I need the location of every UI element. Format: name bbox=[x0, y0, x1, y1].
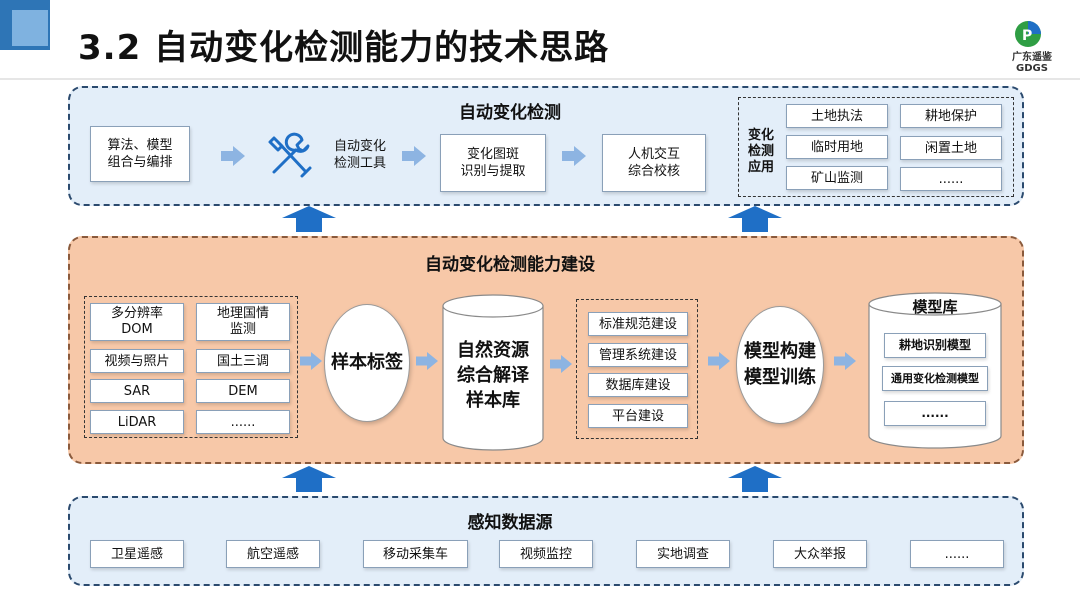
mid-arrow-3 bbox=[550, 355, 572, 373]
header-rule bbox=[0, 78, 1080, 80]
model-item: 通用变化检测模型 bbox=[882, 366, 988, 391]
svg-text:P: P bbox=[1022, 28, 1032, 44]
change-extract-box: 变化图斑 识别与提取 bbox=[440, 134, 546, 192]
sample-library-cylinder bbox=[442, 294, 544, 451]
detection-tool-label: 自动变化 检测工具 bbox=[333, 139, 386, 171]
algo-model-box: 算法、模型 组合与编排 bbox=[90, 126, 190, 182]
construction-group bbox=[576, 299, 698, 439]
mid-arrow-4 bbox=[708, 352, 730, 370]
sensing-item: 航空遥感 bbox=[226, 540, 320, 568]
sensing-item: 实地调查 bbox=[636, 540, 730, 568]
up-arrow-left bbox=[282, 206, 336, 232]
applications-group bbox=[738, 97, 1014, 197]
sensing-sources-title: 感知数据源 bbox=[467, 513, 553, 533]
up-arrow-left-lower bbox=[282, 466, 336, 492]
source-item: 视频与照片 bbox=[90, 349, 184, 373]
app-item: 闲置土地 bbox=[900, 136, 1002, 160]
capability-building-title: 自动变化检测能力建设 bbox=[425, 255, 595, 275]
app-item: 土地执法 bbox=[786, 104, 888, 128]
model-train-node: 模型构建 模型训练 bbox=[736, 306, 824, 424]
sensing-item: 视频监控 bbox=[499, 540, 593, 568]
sample-library-label: 自然资源 综合解译 样本库 bbox=[457, 340, 529, 411]
sensing-item: 卫星遥感 bbox=[90, 540, 184, 568]
flow-arrow-3 bbox=[562, 146, 586, 166]
tools-icon bbox=[268, 132, 312, 178]
model-item: ...... bbox=[884, 401, 986, 426]
applications-label: 变化 检测 应用 bbox=[747, 128, 774, 175]
page-title: 3.2 自动变化检测能力的技术思路 bbox=[78, 28, 610, 68]
source-item: DEM bbox=[196, 379, 290, 403]
app-item: 临时用地 bbox=[786, 135, 888, 159]
data-sources-group bbox=[84, 296, 298, 438]
auto-change-detection-title: 自动变化检测 bbox=[459, 103, 561, 123]
build-item: 平台建设 bbox=[588, 404, 688, 428]
up-arrow-right bbox=[728, 206, 782, 232]
model-item: 耕地识别模型 bbox=[884, 333, 986, 358]
decor-square-light bbox=[12, 10, 48, 46]
logo-name: 广东遥鉴 bbox=[1012, 52, 1052, 63]
build-item: 数据库建设 bbox=[588, 373, 688, 397]
app-item: 矿山监测 bbox=[786, 166, 888, 190]
sample-label-node: 样本标签 bbox=[324, 304, 410, 422]
company-logo-icon: P bbox=[1015, 21, 1041, 47]
flow-arrow-2 bbox=[402, 146, 426, 166]
app-item: ...... bbox=[900, 167, 1002, 191]
logo-abbr: GDGS bbox=[1016, 63, 1048, 74]
sensing-item: ...... bbox=[910, 540, 1004, 568]
sensing-item: 大众举报 bbox=[773, 540, 867, 568]
source-item: LiDAR bbox=[90, 410, 184, 434]
mid-arrow-1 bbox=[300, 352, 322, 370]
mid-arrow-5 bbox=[834, 352, 856, 370]
build-item: 标准规范建设 bbox=[588, 312, 688, 336]
up-arrow-right-lower bbox=[728, 466, 782, 492]
mid-arrow-2 bbox=[416, 352, 438, 370]
source-item: 地理国情 监测 bbox=[196, 303, 290, 341]
app-item: 耕地保护 bbox=[900, 104, 1002, 128]
build-item: 管理系统建设 bbox=[588, 343, 688, 367]
source-item: SAR bbox=[90, 379, 184, 403]
flow-arrow-1 bbox=[221, 146, 245, 166]
source-item: 国土三调 bbox=[196, 349, 290, 373]
logo-text: 广东遥鉴 GDGS bbox=[1004, 52, 1060, 74]
human-verify-box: 人机交互 综合校核 bbox=[602, 134, 706, 192]
source-item: 多分辨率 DOM bbox=[90, 303, 184, 341]
source-item: ...... bbox=[196, 410, 290, 434]
sensing-item: 移动采集车 bbox=[363, 540, 468, 568]
model-library-title: 模型库 bbox=[912, 298, 958, 316]
